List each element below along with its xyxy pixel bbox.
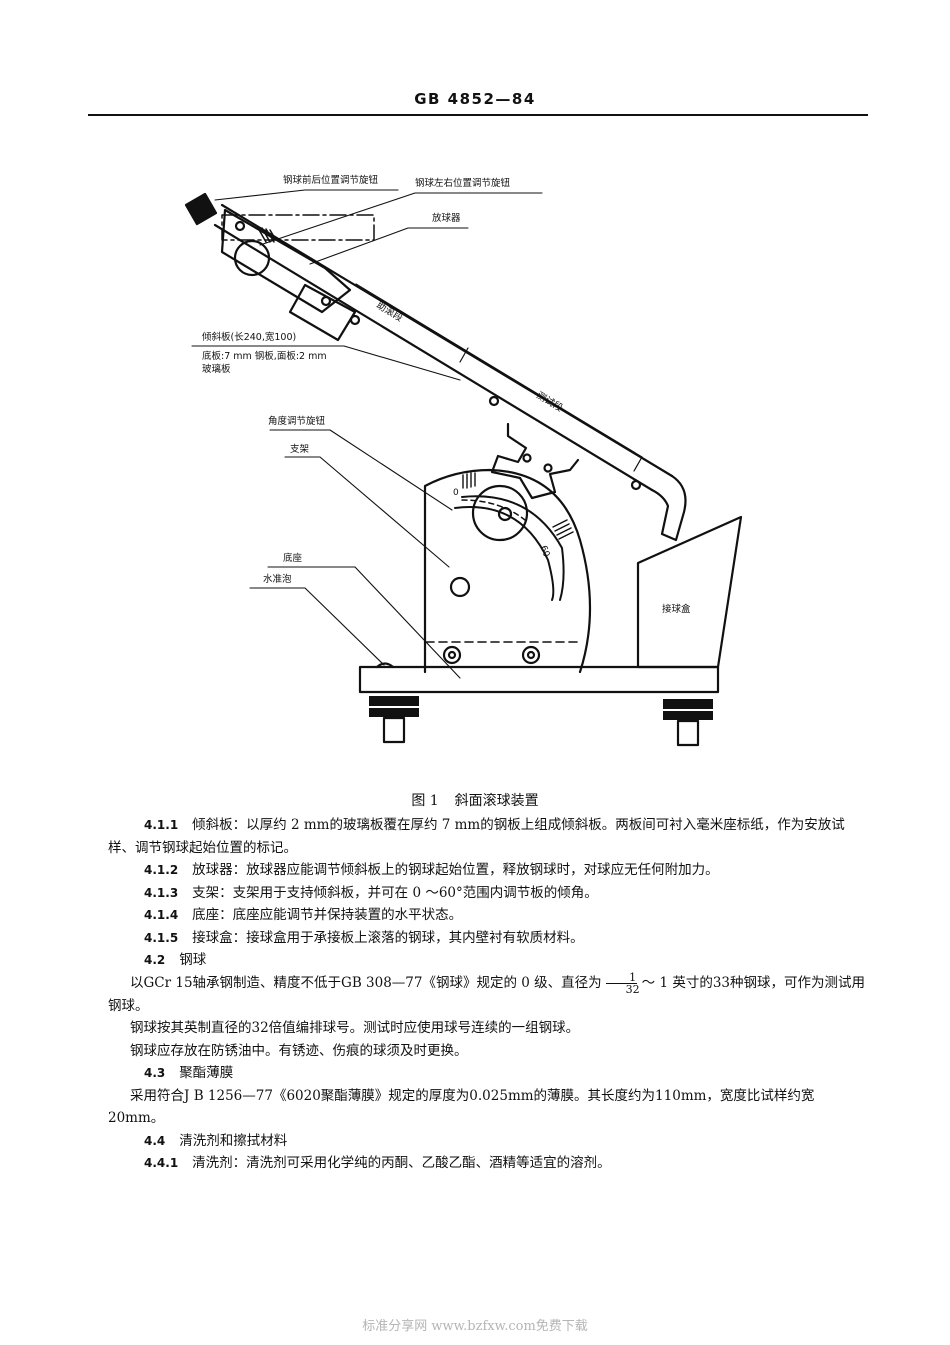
- header-rule: [88, 114, 868, 116]
- steel-ball-paragraph-3: 钢球应存放在防锈油中。有锈迹、伤痕的球须及时更换。: [130, 1042, 468, 1059]
- label-ball-front-back-knob: 钢球前后位置调节旋钮: [283, 175, 379, 186]
- label-plate-glass: 玻璃板: [202, 364, 231, 375]
- figure-rolling-ball-apparatus: 钢球前后位置调节旋钮 钢球左右位置调节旋钮 放球器 倾斜板(长240,宽100)…: [184, 175, 743, 747]
- label-angle-knob: 角度调节旋钮: [268, 416, 326, 427]
- steel-ball-paragraph-2: 钢球按其英制直径的32倍值编排球号。测试时应使用球号连续的一组钢球。: [130, 1020, 580, 1036]
- watermark-footer: 标准分享网 www.bzfxw.com免费下载: [362, 1319, 588, 1334]
- label-support: 支架: [290, 444, 310, 455]
- apparatus-diagram: [184, 189, 743, 747]
- label-ball-releaser: 放球器: [432, 213, 461, 224]
- label-plate-material: 底板:7 mm 钢板,面板:2 mm: [202, 351, 327, 362]
- standard-number: GB 4852—84: [414, 90, 536, 108]
- figure-number: 图 1: [411, 793, 439, 809]
- steel-ball-paragraph-1: 以GCr 15轴承钢制造、精度不低于GB 308—77《钢球》规定的 0 级、直…: [108, 970, 866, 1014]
- label-catch-box: 接球盒: [662, 604, 691, 615]
- figure-caption: 图 1 斜面滚球装置: [0, 790, 950, 810]
- figure-title: 斜面滚球装置: [454, 793, 539, 809]
- label-level-bubble: 水准泡: [263, 574, 292, 585]
- label-base: 底座: [283, 553, 303, 564]
- scale-zero: 0: [453, 488, 459, 498]
- label-inclined-plate: 倾斜板(长240,宽100): [202, 332, 297, 343]
- label-ball-left-right-knob: 钢球左右位置调节旋钮: [415, 178, 511, 189]
- film-paragraph: 采用符合J B 1256—77《6020聚酯薄膜》规定的厚度为0.025mm的薄…: [108, 1087, 815, 1127]
